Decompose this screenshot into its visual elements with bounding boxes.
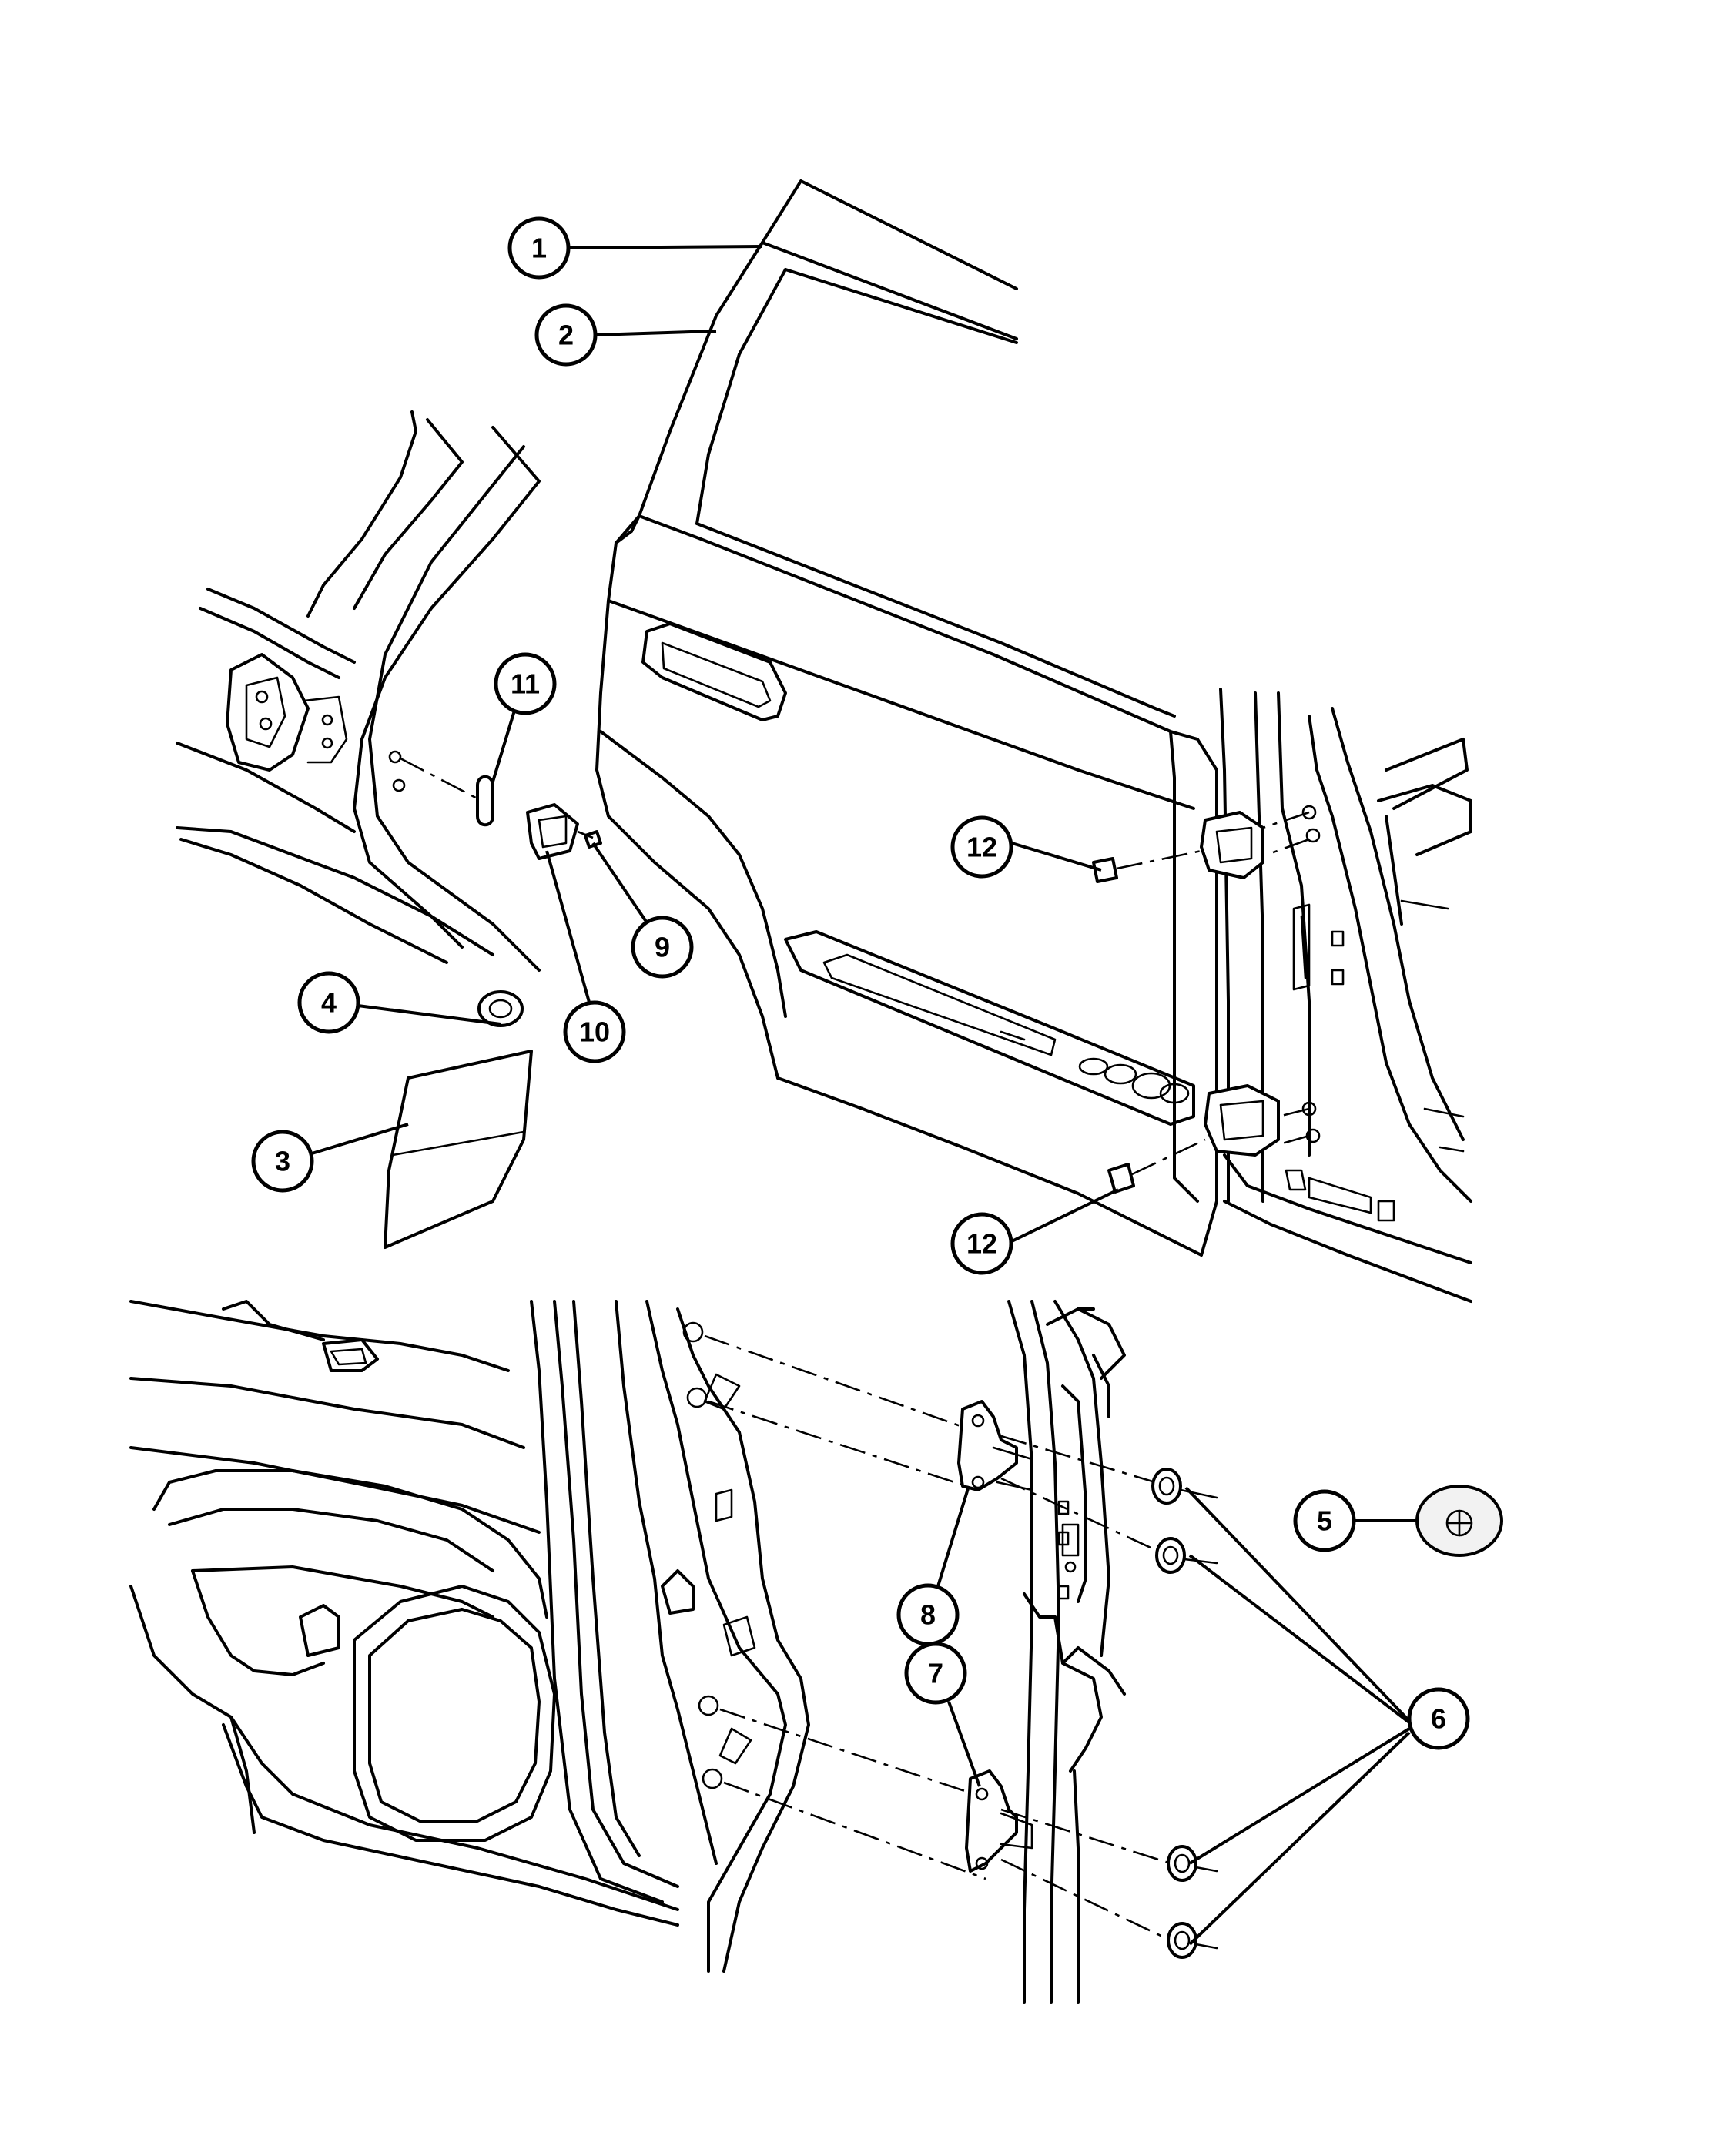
part-12-bolt-upper [1092, 857, 1118, 883]
callout-9-label: 9 [655, 932, 670, 963]
callouts: 1 2 3 4 5 6 7 8 [251, 216, 1470, 1750]
callout-7: 7 [904, 1642, 967, 1705]
callout-3: 3 [251, 1130, 314, 1193]
callout-8-label: 8 [920, 1599, 936, 1631]
callout-12-upper: 12 [950, 815, 1013, 879]
callout-9: 9 [631, 916, 694, 979]
callout-8: 8 [896, 1583, 960, 1646]
callout-2: 2 [534, 303, 598, 367]
callout-5-label: 5 [1317, 1505, 1332, 1537]
part-3-decal [384, 1050, 533, 1249]
callout-2-label: 2 [558, 320, 574, 351]
part-5-plug [1415, 1485, 1503, 1557]
body-pillar-lower-right [957, 1300, 1503, 2004]
body-pillar-upper-right [1200, 688, 1472, 1303]
small-parts-upper [384, 775, 1206, 1249]
door-frame-upper [615, 179, 1176, 718]
callout-12-lower-label: 12 [966, 1228, 997, 1260]
part-4-plug [477, 990, 524, 1027]
callout-12-upper-label: 12 [966, 832, 997, 863]
callout-10: 10 [563, 1000, 626, 1063]
part-12-bolt-lower [1107, 1163, 1135, 1194]
callout-4: 4 [297, 971, 360, 1034]
rear-door-outer-panel [595, 514, 1218, 1257]
callout-6: 6 [1407, 1687, 1470, 1750]
callout-6-label: 6 [1431, 1703, 1446, 1735]
leader-lines [311, 245, 1417, 1946]
callout-7-label: 7 [928, 1658, 943, 1689]
callout-11-label: 11 [511, 668, 540, 700]
part-7-lower-hinge [965, 1769, 1018, 1873]
callout-4-label: 4 [321, 987, 337, 1019]
callout-11: 11 [494, 652, 557, 715]
callout-5: 5 [1293, 1489, 1356, 1552]
callout-1: 1 [507, 216, 571, 280]
part-8-upper-hinge [957, 1400, 1018, 1491]
part-11-bumper [476, 775, 494, 827]
body-side-opening [176, 410, 541, 972]
callout-3-label: 3 [275, 1146, 290, 1177]
part-10-striker [526, 803, 579, 860]
callout-10-label: 10 [579, 1016, 610, 1048]
callout-1-label: 1 [531, 233, 547, 264]
part-6-nuts [1151, 1468, 1218, 1959]
callout-12-lower: 12 [950, 1212, 1013, 1275]
door-inner-panel [129, 1300, 986, 1973]
